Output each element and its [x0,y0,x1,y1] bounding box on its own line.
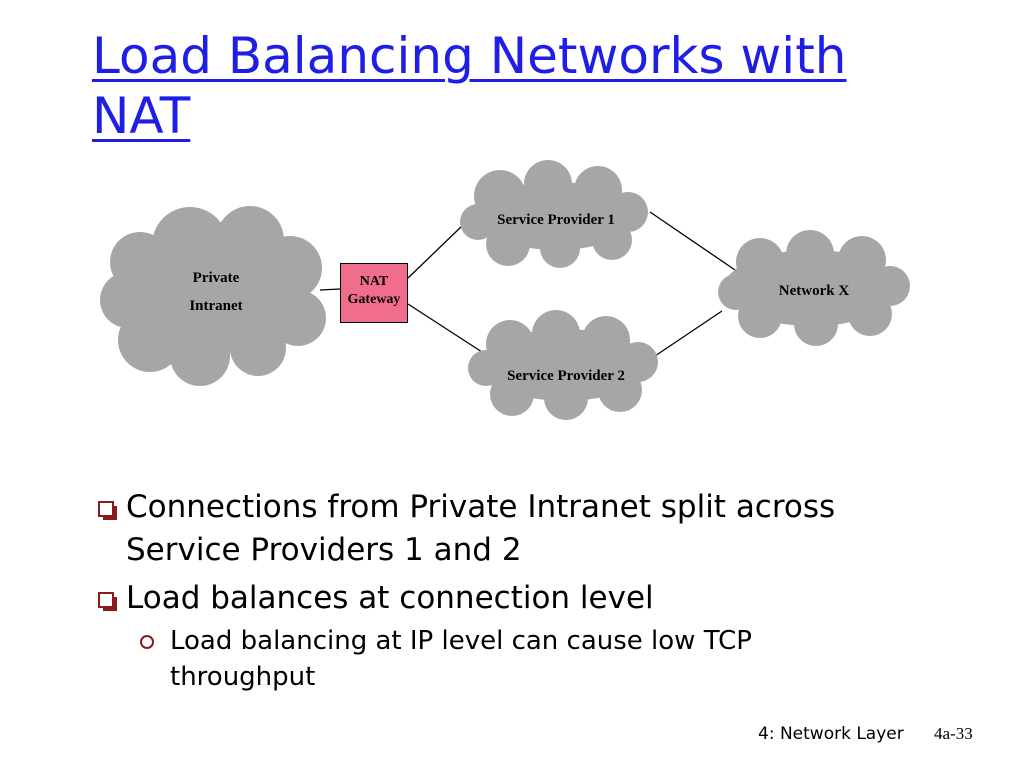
bullet-text: Connections from Private Intranet split … [126,489,836,568]
service-provider-1-label: Service Provider 1 [497,212,615,228]
circle-bullet-icon [140,635,154,649]
service-provider-2-label: Service Provider 2 [507,368,625,384]
link-gateway-provider1 [407,225,463,279]
square-bullet-icon [98,592,117,611]
footer-label: 4: Network Layer [758,724,904,744]
private-intranet-label: Private Intranet [164,264,268,320]
diagram-canvas [100,160,910,420]
gateway-line-2: Gateway [347,292,401,307]
bullet-item: Load balances at connection level [96,577,896,620]
title-line-2: NAT [92,87,191,145]
slide-title: Load Balancing Networks with NAT [92,26,972,146]
service-provider-2-cloud [468,310,658,420]
private-intranet-line-1: Private [192,270,240,286]
sub-bullet-text: Load balancing at IP level can cause low… [170,626,752,692]
network-diagram: Private Intranet NAT Gateway Service Pro… [100,160,910,420]
bullet-text: Load balances at connection level [126,580,654,616]
network-x-cloud [718,230,910,346]
link-intranet-gateway [319,288,341,291]
sub-bullet-item: Load balancing at IP level can cause low… [140,623,896,695]
page-number: 4a-33 [934,724,973,743]
link-gateway-provider2 [407,303,483,353]
link-provider2-networkx [654,310,723,357]
private-intranet-line-2: Intranet [189,298,243,314]
network-x-label: Network X [778,283,850,299]
nat-gateway: NAT Gateway [340,263,408,323]
link-provider1-networkx [649,211,739,273]
private-intranet-cloud [100,206,326,386]
gateway-line-1: NAT [359,274,389,289]
square-bullet-icon [98,501,117,520]
title-line-1: Load Balancing Networks with [92,27,847,85]
bullet-item: Connections from Private Intranet split … [96,486,896,572]
bullet-list: Connections from Private Intranet split … [96,486,896,695]
service-provider-1-cloud [460,160,648,268]
